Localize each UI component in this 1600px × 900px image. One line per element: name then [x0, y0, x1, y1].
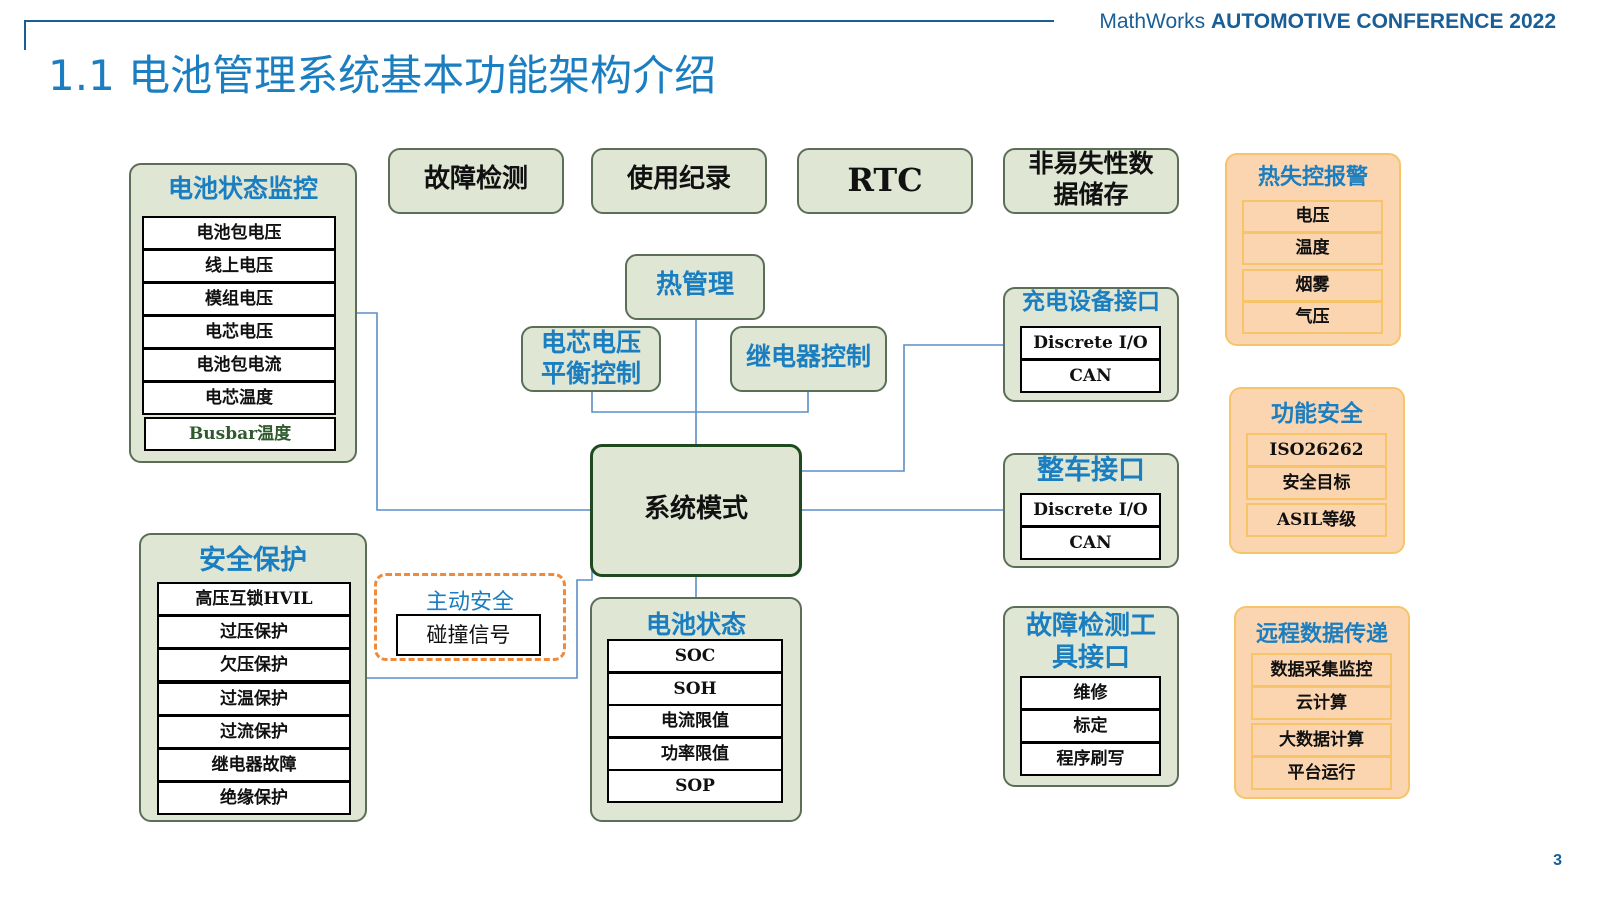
safety-protection-title: 安全保护: [199, 545, 307, 576]
rtc-label: RTC: [847, 161, 923, 199]
remote-data-title: 远程数据传递: [1255, 622, 1388, 647]
battery-state-item: 电流限值: [607, 704, 783, 738]
functional-safety-item: ASIL等级: [1246, 503, 1387, 537]
safety-protection-item: 欠压保护: [157, 648, 351, 682]
monitor-item: 电池包电流: [142, 348, 336, 382]
system-mode-box: 系统模式: [590, 444, 802, 577]
slide-title: 1.1 电池管理系统基本功能架构介绍: [48, 51, 717, 100]
thermal-mgmt-label: 热管理: [655, 270, 734, 300]
thermal-mgmt-box: 热管理: [625, 254, 765, 320]
battery-monitor-title: 电池状态监控: [167, 174, 318, 203]
charger-interface-item: CAN: [1020, 359, 1161, 393]
cell-balance-label-line2: 平衡控制: [540, 359, 641, 388]
thermal-runaway-item: 温度: [1242, 232, 1383, 265]
safety-protection-item: 继电器故障: [157, 748, 351, 782]
remote-data-item: 平台运行: [1251, 756, 1392, 790]
diag-tool-item: 标定: [1020, 709, 1161, 743]
relay-control-box: 继电器控制: [730, 326, 887, 392]
monitor-item: 电芯温度: [142, 381, 336, 415]
thermal-runaway-item: 烟雾: [1242, 269, 1383, 302]
remote-data-item: 大数据计算: [1251, 723, 1392, 757]
brand-conference: AUTOMOTIVE CONFERENCE 2022: [1210, 10, 1556, 33]
functional-safety-item: ISO26262: [1246, 433, 1387, 467]
safety-protection-item: 绝缘保护: [157, 781, 351, 815]
battery-state-item: 功率限值: [607, 737, 783, 771]
charger-interface-item: Discrete I/O: [1020, 326, 1161, 360]
monitor-item: 电池包电压: [142, 216, 336, 250]
vehicle-interface-item: CAN: [1020, 526, 1161, 560]
active-safety-title: 主动安全: [425, 590, 514, 615]
connector-balance-relay: [591, 392, 809, 413]
usage-record-box: 使用纪录: [591, 148, 767, 214]
diag-tool-item: 维修: [1020, 676, 1161, 710]
functional-safety-title: 功能安全: [1271, 401, 1363, 427]
battery-state-item: SOC: [607, 639, 783, 673]
monitor-item: 线上电压: [142, 249, 336, 283]
nvm-label-line1: 非易失性数: [1028, 149, 1154, 178]
battery-state-item: SOH: [607, 672, 783, 706]
monitor-item-busbar: Busbar温度: [144, 417, 336, 451]
monitor-item: 电芯电压: [142, 315, 336, 349]
monitor-item: 模组电压: [142, 282, 336, 316]
nvm-label-line2: 据储存: [1053, 180, 1129, 209]
cell-balance-box: 电芯电压 平衡控制: [521, 326, 661, 392]
relay-control-label: 继电器控制: [745, 342, 871, 371]
system-mode-label: 系统模式: [643, 494, 748, 524]
fault-detect-box: 故障检测: [388, 148, 564, 214]
rtc-box: RTC: [797, 148, 973, 214]
charger-interface-title: 充电设备接口: [1022, 289, 1160, 315]
connector-monitor-to-mode: [357, 312, 592, 511]
thermal-runaway-title: 热失控报警: [1257, 165, 1368, 190]
diag-tool-title-line1: 故障检测工: [1025, 611, 1156, 641]
header-rule: [24, 20, 1054, 22]
connector-charger-to-mode: [802, 344, 1004, 472]
diag-tool-title-line2: 具接口: [1051, 643, 1130, 673]
remote-data-item: 数据采集监控: [1251, 653, 1392, 687]
diag-tool-item: 程序刷写: [1020, 742, 1161, 776]
battery-state-item: SOP: [607, 769, 783, 803]
conference-brand: MathWorks AUTOMOTIVE CONFERENCE 2022: [1099, 10, 1556, 34]
safety-protection-item: 过温保护: [157, 682, 351, 716]
fault-detect-label: 故障检测: [423, 164, 528, 194]
thermal-runaway-item: 电压: [1242, 200, 1383, 233]
brand-mathworks: MathWorks: [1099, 10, 1206, 33]
battery-state-title: 电池状态: [645, 610, 746, 639]
safety-protection-item: 过压保护: [157, 615, 351, 649]
page-number: 3: [1553, 852, 1562, 869]
cell-balance-label-line1: 电芯电压: [540, 328, 641, 357]
thermal-runaway-item: 气压: [1242, 301, 1383, 334]
vehicle-interface-title: 整车接口: [1037, 455, 1145, 486]
usage-record-label: 使用纪录: [626, 164, 731, 194]
functional-safety-item: 安全目标: [1246, 466, 1387, 500]
vehicle-interface-item: Discrete I/O: [1020, 493, 1161, 527]
header-rule-vertical: [24, 20, 26, 50]
remote-data-item: 云计算: [1251, 686, 1392, 720]
active-safety-item: 碰撞信号: [396, 614, 541, 656]
nvm-box: 非易失性数 据储存: [1003, 148, 1179, 214]
safety-protection-item: 高压互锁HVIL: [157, 582, 351, 616]
safety-protection-item: 过流保护: [157, 715, 351, 749]
